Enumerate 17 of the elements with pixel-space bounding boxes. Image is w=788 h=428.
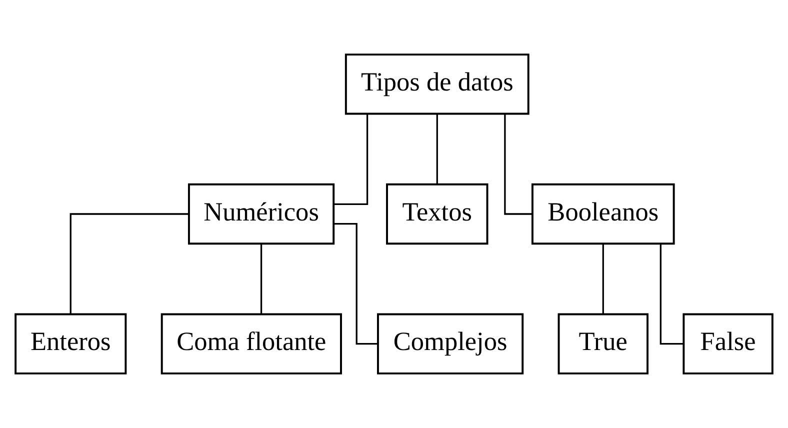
connector [504, 114, 532, 215]
connector [334, 223, 378, 345]
connector [602, 244, 604, 314]
connector [334, 114, 368, 205]
node-box: Booleanos [531, 183, 675, 245]
node-box: Complejos [377, 313, 524, 374]
node-box: False [682, 313, 774, 374]
connector [70, 213, 189, 314]
node-box: Enteros [14, 313, 127, 374]
connector [260, 244, 262, 314]
node-box: Coma flotante [160, 313, 342, 374]
connector [660, 244, 684, 345]
node-box: Textos [386, 183, 488, 245]
node-box: Numéricos [188, 183, 335, 245]
node-box: True [558, 313, 648, 374]
connector [436, 114, 438, 184]
node-box: Tipos de datos [344, 54, 530, 115]
